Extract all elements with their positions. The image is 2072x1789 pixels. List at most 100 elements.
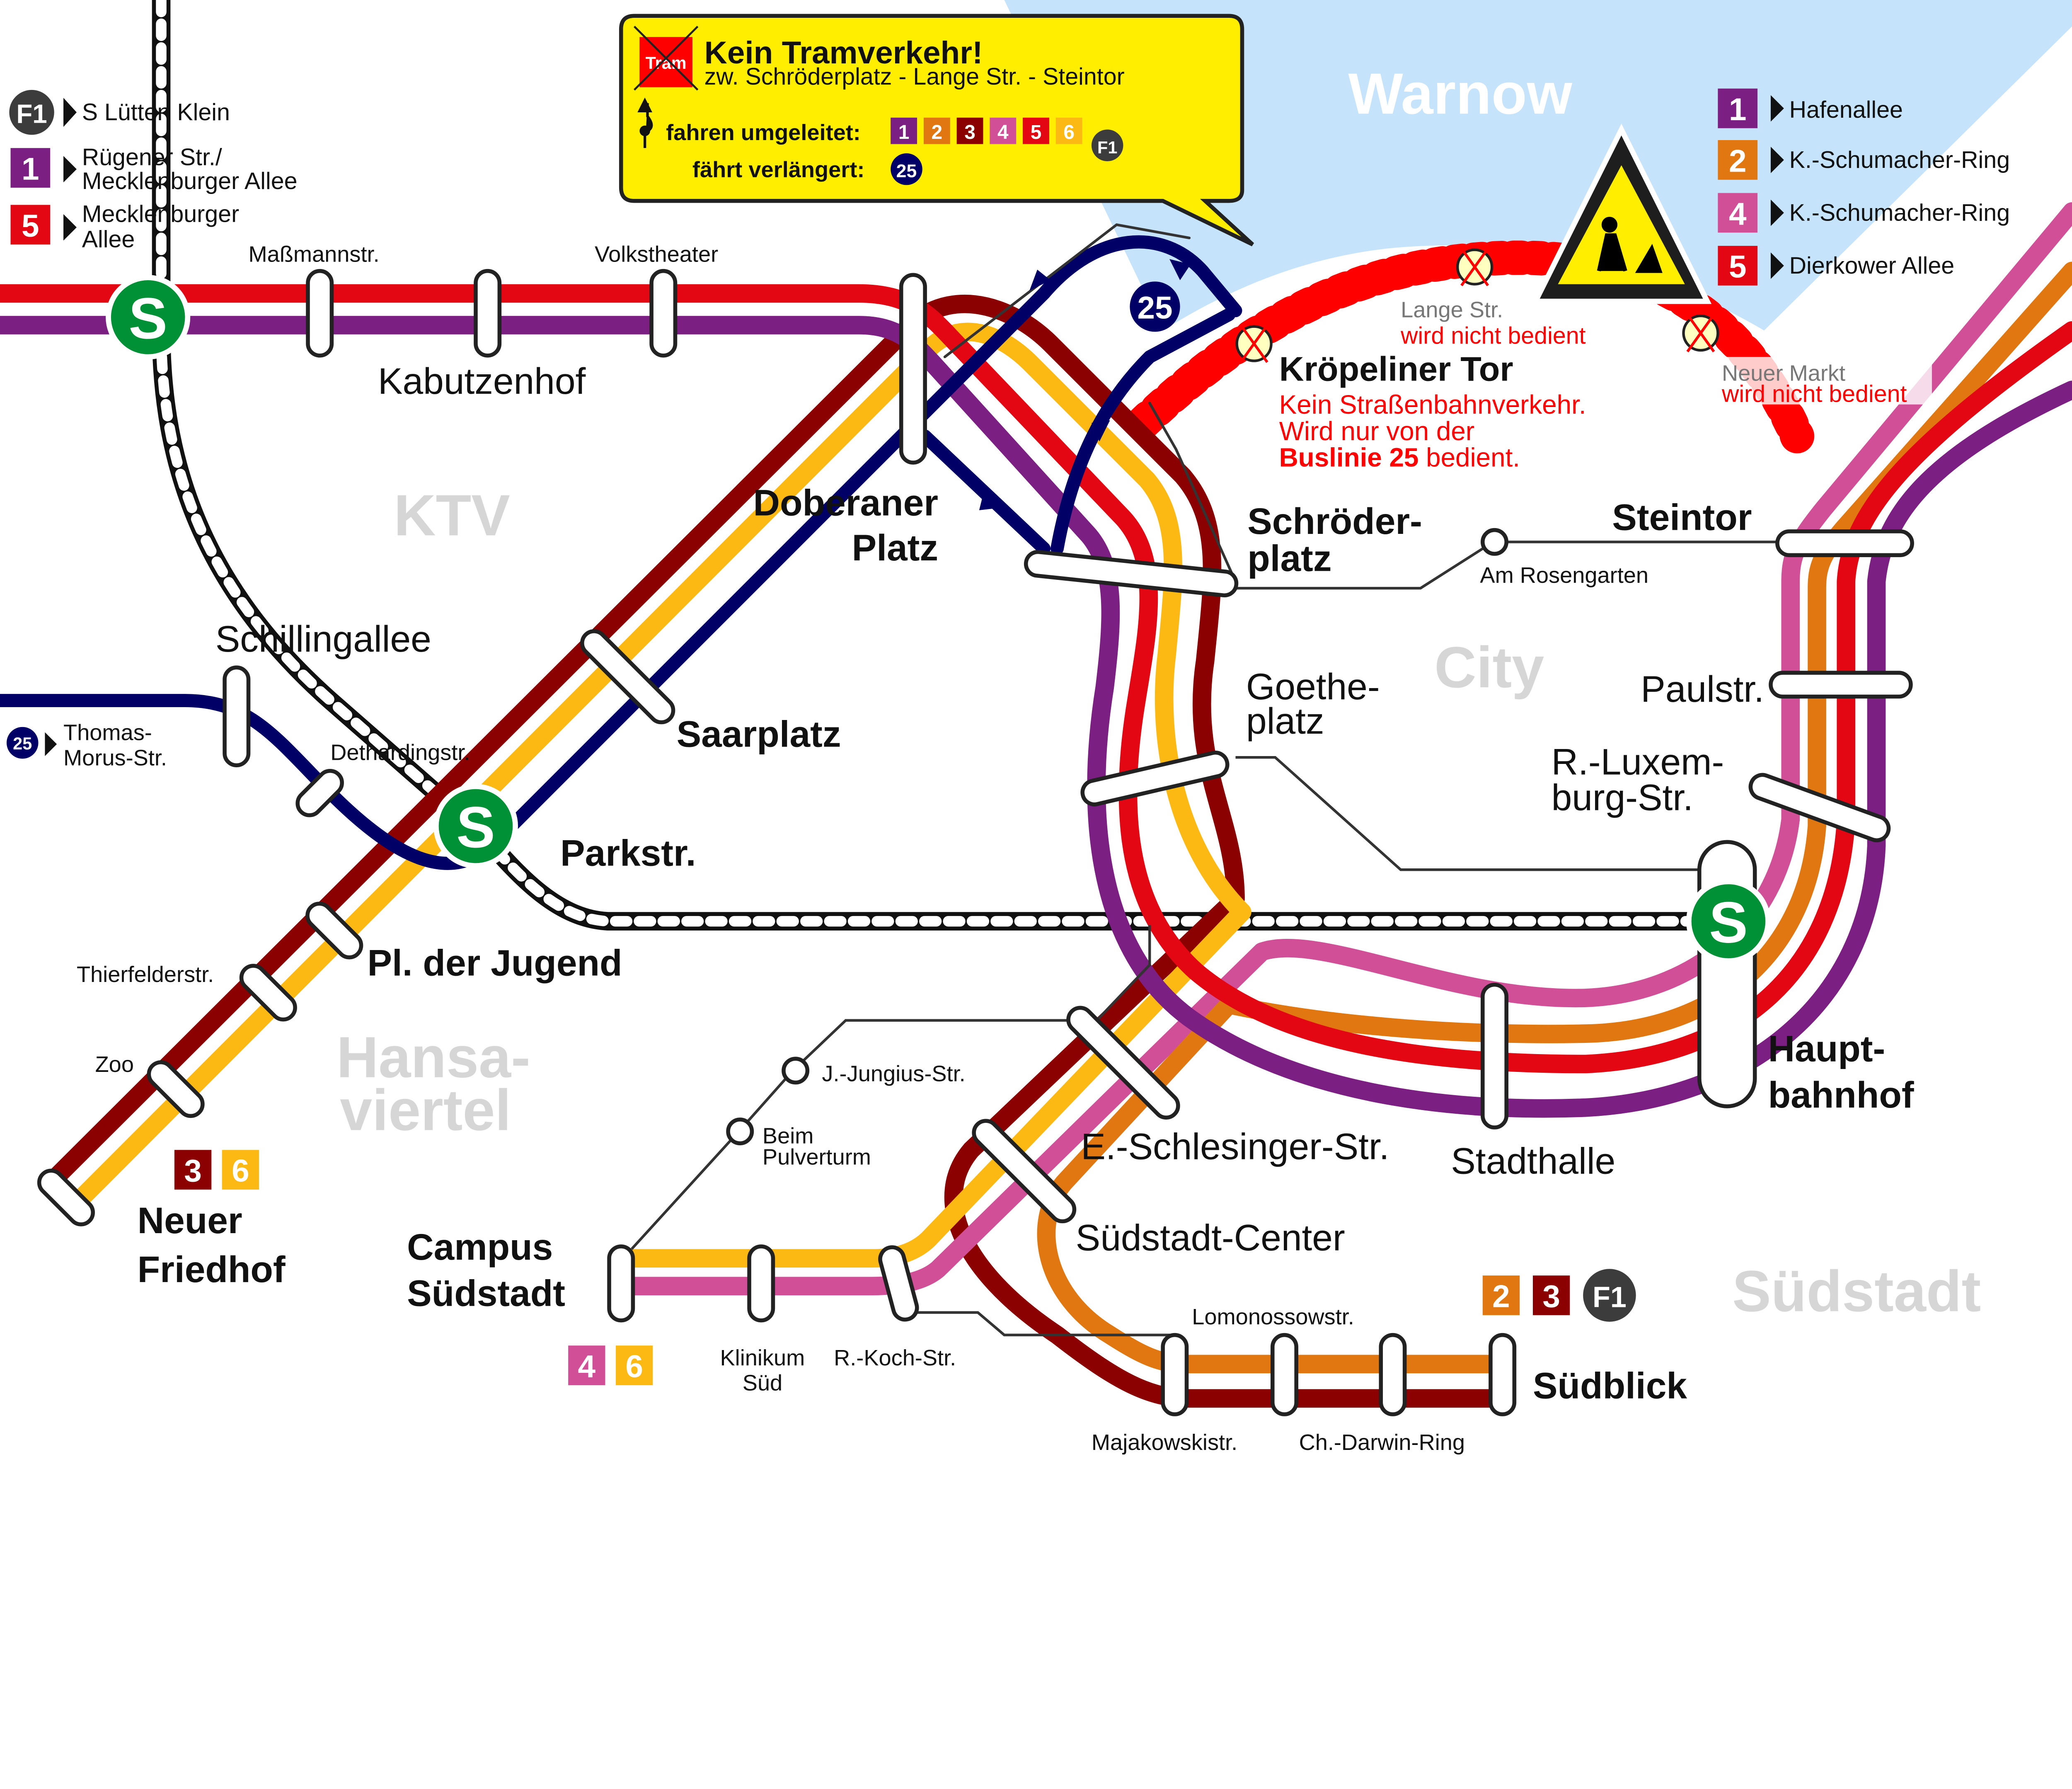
svg-text:25: 25 [1137, 290, 1172, 325]
district-suedstadt: Südstadt [1732, 1258, 1981, 1324]
stop-thierfelderstr[interactable] [237, 961, 300, 1024]
stop-majakowskistr[interactable] [1161, 1333, 1189, 1416]
line-4-route [612, 202, 2072, 1295]
tram-network-map: Warnow KTV City Hansa- viertel Südstadt [0, 0, 2072, 1455]
detour-label: fahren umgeleitet: [666, 120, 861, 145]
stop-jungius-str[interactable] [782, 1057, 810, 1085]
svg-text:2: 2 [1492, 1279, 1510, 1314]
svg-text:E.-Schlesinger-Str.: E.-Schlesinger-Str. [1081, 1126, 1389, 1167]
svg-text:Rügener Str./: Rügener Str./ [82, 144, 222, 171]
svg-text:F1: F1 [16, 99, 47, 129]
stop-schillingallee[interactable] [223, 665, 251, 768]
stop-kabutzenhof[interactable] [474, 269, 502, 358]
notice-subtitle: zw. Schröderplatz - Lange Str. - Steinto… [704, 63, 1125, 90]
stop-e-schlesinger-str[interactable] [1063, 1003, 1183, 1122]
station-kroepeliner-tor: Kröpeliner Tor [1279, 349, 1513, 388]
svg-text:R.-Koch-Str.: R.-Koch-Str. [834, 1345, 956, 1370]
line-f1-route [152, 0, 1740, 931]
stop-neuer-friedhof[interactable] [34, 1166, 98, 1229]
svg-text:4: 4 [578, 1349, 596, 1384]
stop-am-rosengarten[interactable] [1481, 528, 1508, 556]
stop-campus-suedstadt[interactable] [607, 1244, 635, 1323]
sbahn-doberaner[interactable]: S [106, 275, 191, 360]
direction-arrow-icon [1169, 259, 1191, 281]
closed-stop-icon [1682, 314, 1719, 353]
kt-note-2: Wird nur von der [1279, 416, 1474, 446]
sbahn-hauptbahnhof[interactable]: S [1686, 879, 1771, 964]
kt-note-1: Kein Straßenbahnverkehr. [1279, 390, 1586, 419]
stop-volkstheater[interactable] [649, 269, 678, 358]
kt-note-3a: Buslinie 25 [1279, 443, 1419, 473]
legend-dest-schumacher-2: K.-Schumacher-Ring [1789, 147, 2010, 173]
stop-suedstadt-center[interactable] [969, 1116, 1079, 1226]
closed-stop-lange-str: Lange Str. [1401, 297, 1503, 322]
stop-suedblick[interactable] [1489, 1333, 1517, 1416]
construction-warning-icon [1531, 124, 1712, 304]
svg-text:Zoo: Zoo [95, 1052, 134, 1077]
stop-klinikum-sued[interactable] [747, 1244, 775, 1323]
svg-text:Südstadt-Center: Südstadt-Center [1076, 1217, 1345, 1258]
svg-text:Schillingallee: Schillingallee [215, 618, 431, 659]
stop-ch-darwin-ring[interactable] [1379, 1333, 1407, 1416]
stop-steintor[interactable] [1775, 529, 1914, 558]
svg-text:Doberaner: Doberaner [753, 482, 938, 524]
notice-title: Kein Tramverkehr! [704, 35, 983, 70]
no-tram-icon: Tram [633, 26, 699, 91]
bus-terminus-legend: 25 Thomas- Morus-Str. [6, 720, 167, 770]
svg-text:1: 1 [1729, 92, 1747, 127]
legend-left: F1 S Lütten Klein 1 Rügener Str./ Meckle… [9, 90, 298, 252]
svg-text:Majakowskistr.: Majakowskistr. [1092, 1430, 1237, 1455]
service-notice-callout: Tram Kein Tramverkehr! zw. Schröderplatz… [619, 14, 1254, 247]
stop-zoo[interactable] [144, 1057, 207, 1121]
svg-text:5: 5 [22, 208, 39, 244]
stop-doberaner-platz[interactable] [899, 273, 927, 465]
station-hauptbahnhof-1: Haupt- [1768, 1028, 1886, 1069]
stop-pl-der-jugend[interactable] [303, 899, 366, 962]
closed-note-lange-str: wird nicht bedient [1400, 322, 1586, 349]
sbahn-parkstr[interactable]: S [433, 783, 518, 869]
extended-label: fährt verlängert: [692, 157, 865, 182]
stop-beim-pulverturm[interactable] [726, 1118, 754, 1146]
stop-saarplatz[interactable] [577, 626, 678, 727]
legend-dest-hafenallee: Hafenallee [1789, 97, 1903, 123]
station-labels: Maßmannstr. Volkstheater Kabutzenhof Dob… [77, 242, 1914, 1455]
svg-text:Mecklenburger: Mecklenburger [82, 201, 240, 228]
svg-text:Morus-Str.: Morus-Str. [63, 745, 167, 770]
svg-text:Campus: Campus [407, 1226, 553, 1268]
legend-dest-schumacher-4: K.-Schumacher-Ring [1789, 200, 2010, 226]
direction-arrow-icon [1091, 420, 1110, 442]
district-hansaviertel-1: Hansa- [336, 1025, 530, 1090]
svg-text:5: 5 [1729, 250, 1747, 285]
svg-text:Mecklenburger Allee: Mecklenburger Allee [82, 168, 298, 194]
svg-text:F1: F1 [1097, 138, 1117, 157]
svg-text:3: 3 [184, 1154, 202, 1189]
svg-text:2: 2 [1729, 144, 1747, 179]
water-label: Warnow [1348, 61, 1572, 126]
stop-paulstr[interactable] [1769, 671, 1913, 699]
svg-text:Steintor: Steintor [1612, 497, 1752, 538]
svg-text:Goethe-: Goethe- [1246, 666, 1380, 707]
svg-text:Klinikum: Klinikum [720, 1345, 805, 1370]
svg-text:J.-Jungius-Str.: J.-Jungius-Str. [822, 1061, 965, 1086]
stop-lomonossowstr[interactable] [1271, 1333, 1298, 1416]
svg-text:Lomonossowstr.: Lomonossowstr. [1192, 1304, 1354, 1329]
line-2-route [1037, 262, 2072, 1374]
closed-stop-icon [1456, 247, 1493, 286]
stop-r-koch-str[interactable] [878, 1245, 920, 1322]
svg-text:Saarplatz: Saarplatz [677, 713, 841, 755]
stop-goetheplatz[interactable] [1080, 750, 1230, 807]
direction-arrow-icon [1029, 269, 1051, 291]
stop-r-luxemburg-str[interactable] [1747, 771, 1892, 844]
closed-stop-icon [1235, 324, 1273, 363]
stop-dethardingstr[interactable] [293, 766, 347, 820]
svg-text:Stadthalle: Stadthalle [1451, 1140, 1615, 1182]
svg-text:Pulverturm: Pulverturm [762, 1144, 871, 1169]
stop-massmannstr[interactable] [306, 269, 334, 358]
svg-text:Am Rosengarten: Am Rosengarten [1480, 563, 1648, 588]
district-hansaviertel-2: viertel [340, 1077, 511, 1142]
svg-text:Paulstr.: Paulstr. [1641, 668, 1764, 710]
stop-stadthalle[interactable] [1481, 982, 1508, 1130]
bus-25-route [0, 223, 1242, 870]
stop-schroederplatz[interactable] [1024, 550, 1239, 598]
svg-text:Pl. der Jugend: Pl. der Jugend [367, 942, 622, 983]
